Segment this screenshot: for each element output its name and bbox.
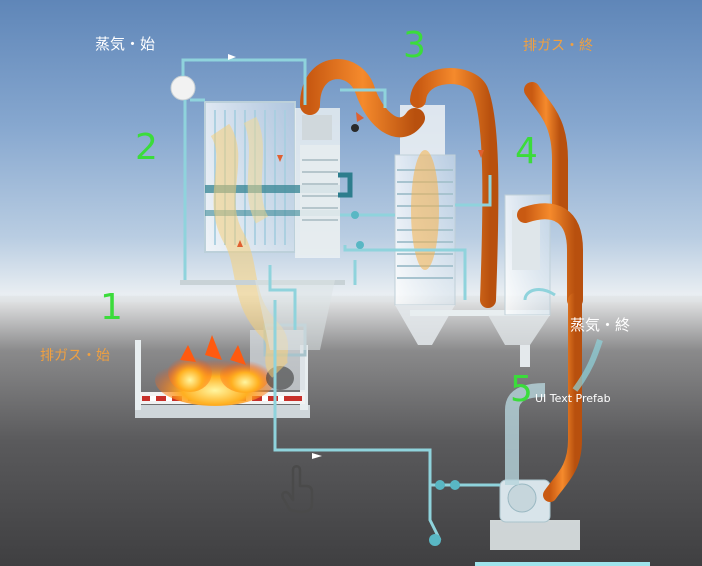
ui-text-prefab-label: UI Text Prefab: [535, 392, 611, 405]
feed-pump: [490, 383, 580, 550]
stage-number-4: 4: [515, 131, 538, 172]
stage-number-2: 2: [135, 127, 158, 168]
exhaust-start-label: 排ガス・始: [40, 348, 110, 364]
steam-start-label: 蒸気・始: [95, 35, 156, 53]
economizer-tower: [394, 105, 550, 345]
stage-number-5: 5: [510, 369, 533, 410]
stage-number-3: 3: [403, 25, 426, 66]
fire: [155, 335, 294, 406]
boiler-block: [170, 75, 353, 378]
bottom-light-bar: [475, 562, 650, 566]
exhaust-end-label: 排ガス・終: [523, 38, 593, 54]
hand-pointer-icon: [281, 465, 314, 514]
flow-arrows: [228, 54, 484, 459]
steam-end-label: 蒸気・終: [570, 316, 631, 334]
valves: [351, 124, 460, 546]
stage-number-1: 1: [100, 287, 123, 328]
